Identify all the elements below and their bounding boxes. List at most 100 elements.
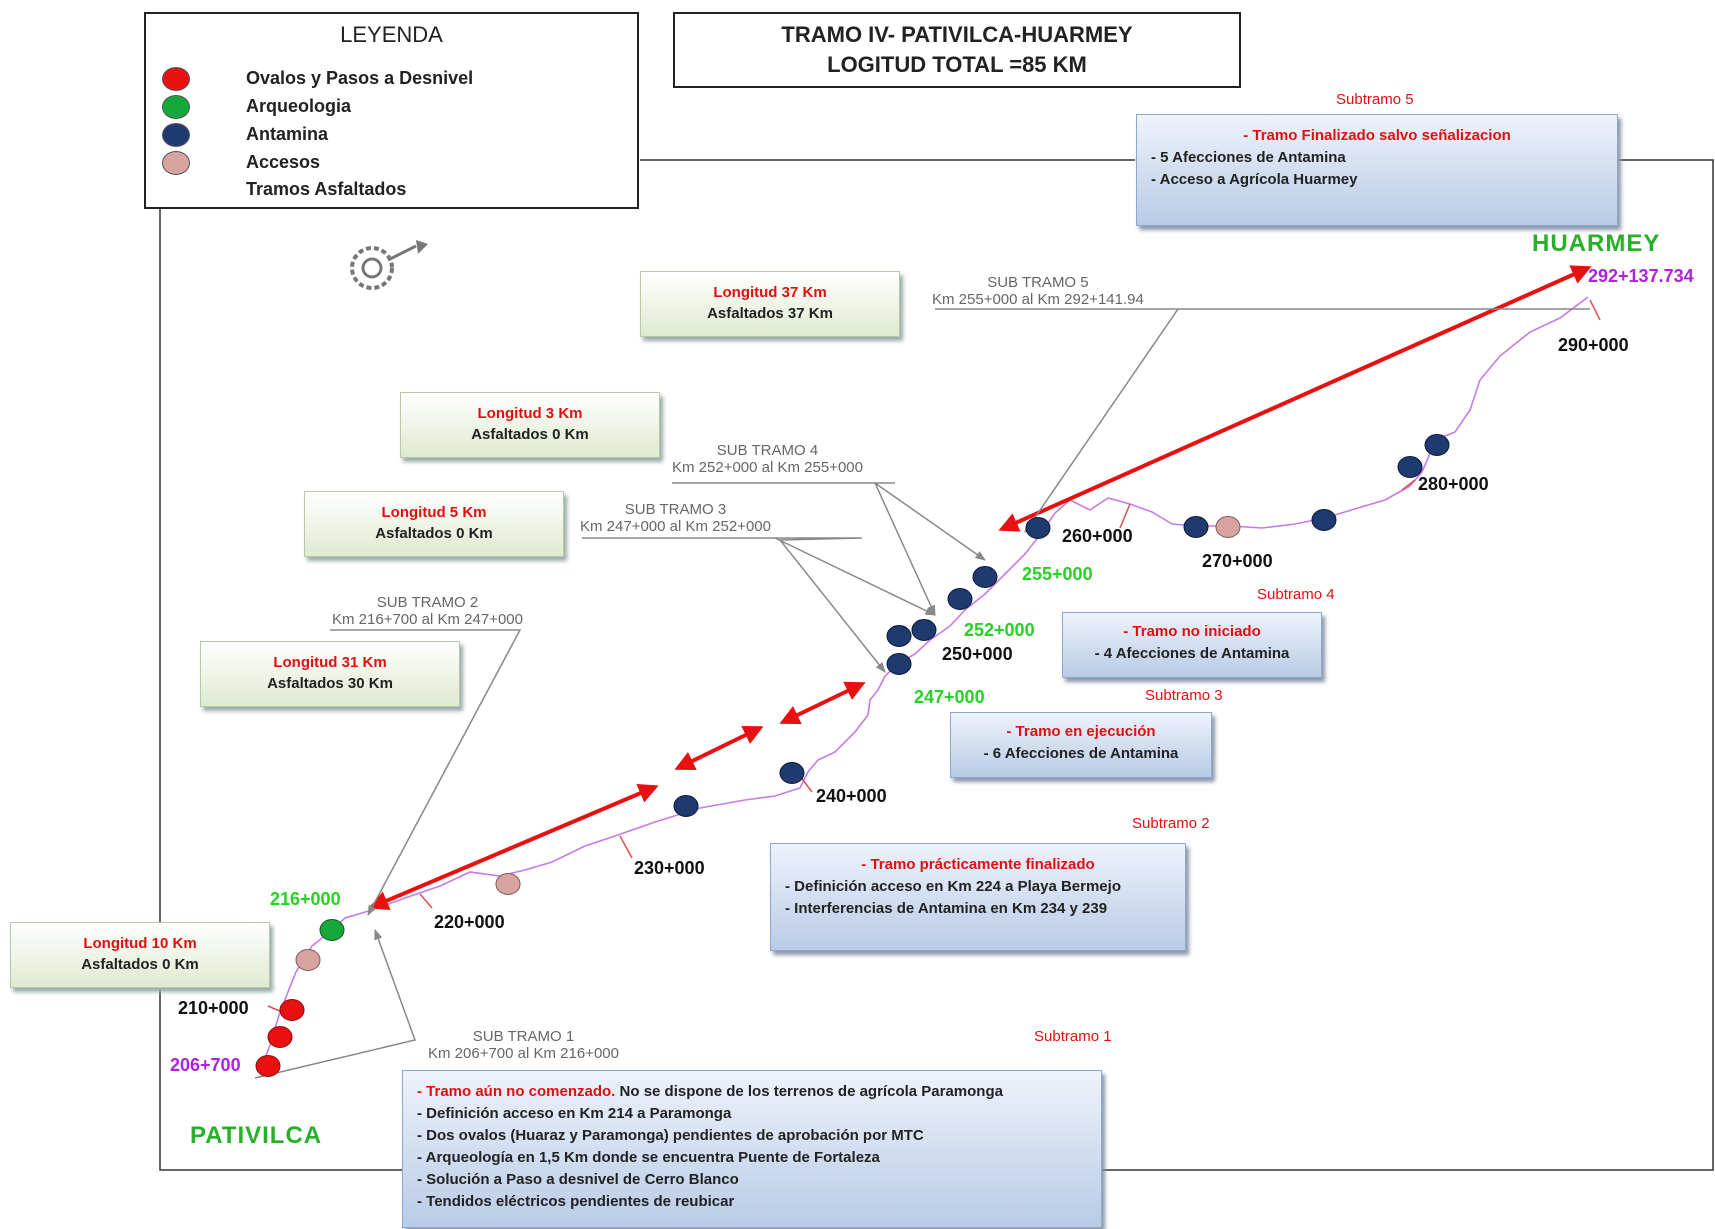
km-label-green: 252+000 xyxy=(964,620,1035,640)
place-start: PATIVILCA xyxy=(190,1122,323,1149)
ovalo-legend-icon xyxy=(162,67,190,91)
subtramo-1-heading: Subtramo 1 xyxy=(1034,1028,1112,1045)
legend: LEYENDA Ovalos y Pasos a Desnivel Arqueo… xyxy=(144,12,639,209)
asphalt-value: Asfaltados 0 Km xyxy=(81,956,199,973)
km-label-purple: 292+137.734 xyxy=(1588,266,1694,286)
title-line-2: LOGITUD TOTAL =85 KM xyxy=(827,52,1087,77)
antamina-marker xyxy=(1311,509,1337,531)
asphalt-arrow xyxy=(998,265,1592,532)
status-box-subtramo-3: - Tramo en ejecución - 6 Afecciones de A… xyxy=(950,712,1212,778)
km-ticks xyxy=(267,299,1601,1013)
status-line: - Tramo aún no comenzado. No se dispone … xyxy=(417,1083,1003,1100)
status-item: - Arqueología en 1,5 Km donde se encuent… xyxy=(417,1149,880,1166)
length-value: Longitud 5 Km xyxy=(381,504,487,521)
acceso-marker xyxy=(1215,516,1241,538)
length-value: Longitud 37 Km xyxy=(713,284,827,301)
status-box-subtramo-1: - Tramo aún no comenzado. No se dispone … xyxy=(402,1070,1102,1228)
legend-title: LEYENDA xyxy=(340,22,443,47)
antamina-marker xyxy=(779,762,805,784)
subtramo-4-label: SUB TRAMO 4 Km 252+000 al Km 255+000 xyxy=(672,442,863,476)
legend-item: Antamina xyxy=(146,123,637,150)
status-line: - Tramo Finalizado salvo señalizacion xyxy=(1243,127,1511,144)
status-line: - Tramo no iniciado xyxy=(1123,623,1261,640)
antamina-legend-icon xyxy=(162,123,190,147)
status-item: - 4 Afecciones de Antamina xyxy=(1094,645,1290,662)
antamina-marker xyxy=(1183,516,1209,538)
km-label: 260+000 xyxy=(1062,526,1133,546)
subtramo-2-heading: Subtramo 2 xyxy=(1132,815,1210,832)
status-item: - Definición acceso en Km 214 a Paramong… xyxy=(417,1105,732,1122)
legend-item: Arqueologia xyxy=(146,95,637,122)
arqueologia-marker xyxy=(319,919,345,941)
antamina-marker xyxy=(1397,456,1423,478)
status-item: - Interferencias de Antamina en Km 234 y… xyxy=(785,900,1108,917)
asphalt-arrow xyxy=(779,681,866,725)
status-item: - 5 Afecciones de Antamina xyxy=(1151,149,1346,166)
asphalt-arrow xyxy=(368,784,659,910)
status-box-subtramo-2: - Tramo prácticamente finalizado - Defin… xyxy=(770,843,1186,951)
status-item: - Acceso a Agrícola Huarmey xyxy=(1151,171,1358,188)
title-line-1: TRAMO IV- PATIVILCA-HUARMEY xyxy=(781,22,1133,47)
status-item: - Tendidos eléctricos pendientes de reub… xyxy=(417,1193,735,1210)
acceso-marker xyxy=(295,949,321,971)
subtramo-5-label: SUB TRAMO 5 Km 255+000 al Km 292+141.94 xyxy=(932,274,1144,308)
legend-label: Antamina xyxy=(246,124,329,144)
status-item: - Dos ovalos (Huaraz y Paramonga) pendie… xyxy=(417,1127,924,1144)
km-label: 220+000 xyxy=(434,912,505,932)
length-box: Longitud 3 Km Asfaltados 0 Km xyxy=(400,392,660,458)
km-label: 290+000 xyxy=(1558,335,1629,355)
status-item: - Definición acceso en Km 224 a Playa Be… xyxy=(785,878,1121,895)
km-label: 240+000 xyxy=(816,786,887,806)
legend-label: Tramos Asfaltados xyxy=(246,179,407,199)
status-item: - Solución a Paso a desnivel de Cerro Bl… xyxy=(417,1171,739,1188)
km-label: 250+000 xyxy=(942,644,1013,664)
legend-item: Accesos xyxy=(146,151,637,178)
status-line: - Tramo prácticamente finalizado xyxy=(861,856,1095,873)
antamina-marker xyxy=(947,588,973,610)
subtramo-4-heading: Subtramo 4 xyxy=(1257,586,1335,603)
antamina-marker xyxy=(911,619,937,641)
subtramo-leaders xyxy=(254,308,1590,1079)
subtramo-1-label: SUB TRAMO 1 Km 206+700 al Km 216+000 xyxy=(428,1028,619,1062)
subtramo-3-label: SUB TRAMO 3 Km 247+000 al Km 252+000 xyxy=(580,501,771,535)
asphalt-value: Asfaltados 0 Km xyxy=(375,525,493,542)
length-box: Longitud 10 Km Asfaltados 0 Km xyxy=(10,922,270,988)
km-label: 230+000 xyxy=(634,858,705,878)
length-value: Longitud 31 Km xyxy=(273,654,387,671)
length-box: Longitud 31 Km Asfaltados 30 Km xyxy=(200,641,460,707)
status-item: - 6 Afecciones de Antamina xyxy=(983,745,1179,762)
asphalt-value: Asfaltados 30 Km xyxy=(267,675,393,692)
place-end: HUARMEY xyxy=(1532,230,1661,257)
antamina-marker xyxy=(1424,434,1450,456)
antamina-marker xyxy=(673,795,699,817)
antamina-marker xyxy=(972,566,998,588)
km-label: 280+000 xyxy=(1418,474,1489,494)
antamina-marker xyxy=(1025,517,1051,539)
antamina-marker xyxy=(886,625,912,647)
page-title: TRAMO IV- PATIVILCA-HUARMEY LOGITUD TOTA… xyxy=(673,12,1241,88)
length-box: Longitud 5 Km Asfaltados 0 Km xyxy=(304,491,564,557)
subtramo-3-heading: Subtramo 3 xyxy=(1145,687,1223,704)
markers xyxy=(255,434,1450,1077)
length-value: Longitud 10 Km xyxy=(83,935,197,952)
legend-item: Tramos Asfaltados xyxy=(146,179,637,205)
legend-item: Ovalos y Pasos a Desnivel xyxy=(146,67,637,94)
length-value: Longitud 3 Km xyxy=(477,405,583,422)
ovalo-marker xyxy=(279,999,305,1021)
ovalo-marker xyxy=(267,1026,293,1048)
length-box: Longitud 37 Km Asfaltados 37 Km xyxy=(640,271,900,337)
km-label-purple: 206+700 xyxy=(170,1055,241,1075)
map-frame xyxy=(159,159,1714,1171)
status-box-subtramo-4: - Tramo no iniciado - 4 Afecciones de An… xyxy=(1062,612,1322,678)
north-compass-icon xyxy=(350,240,428,290)
km-label-green: 255+000 xyxy=(1022,564,1093,584)
km-label-green: 216+000 xyxy=(270,889,341,909)
acceso-marker xyxy=(495,873,521,895)
asphalt-value: Asfaltados 0 Km xyxy=(471,426,589,443)
km-label-green: 247+000 xyxy=(914,687,985,707)
legend-label: Accesos xyxy=(246,152,321,172)
status-box-subtramo-5: - Tramo Finalizado salvo señalizacion - … xyxy=(1136,114,1618,226)
subtramo-2-label: SUB TRAMO 2 Km 216+700 al Km 247+000 xyxy=(332,594,523,628)
